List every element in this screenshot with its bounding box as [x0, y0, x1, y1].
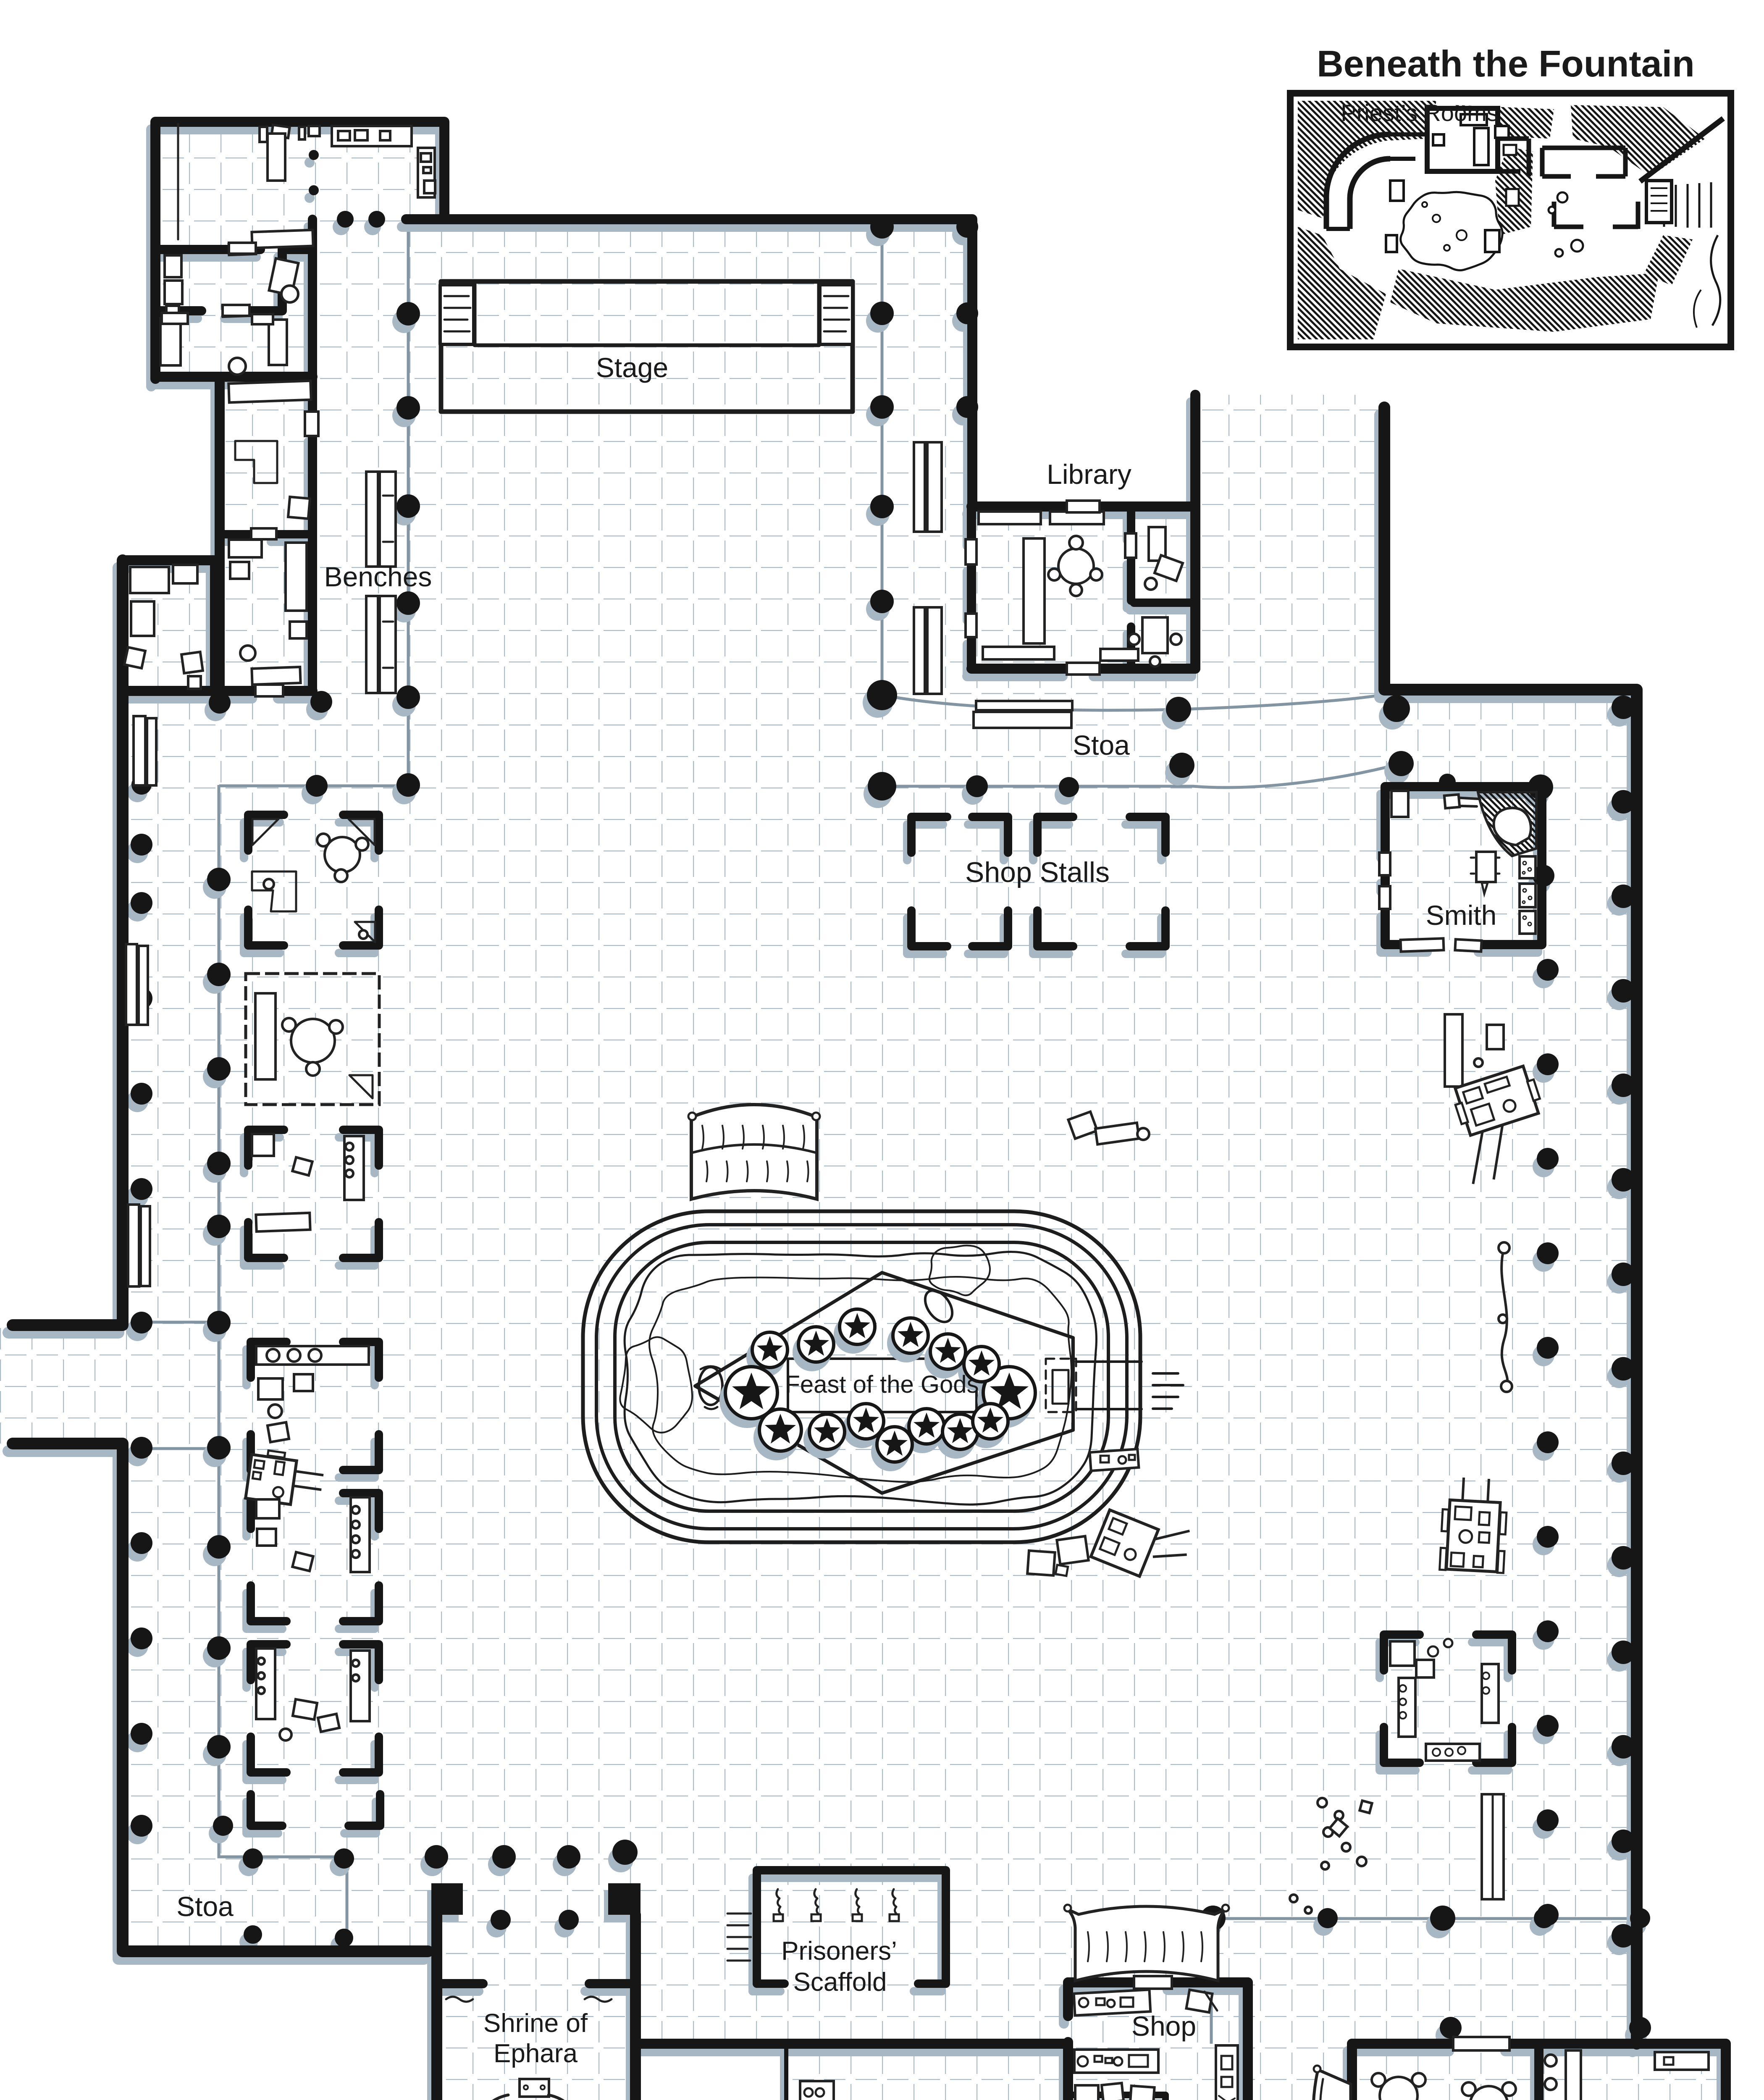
svg-text:Benches: Benches: [324, 561, 432, 592]
svg-text:Stoa: Stoa: [1073, 730, 1130, 761]
svg-text:Shop Stalls: Shop Stalls: [965, 856, 1110, 888]
svg-text:Library: Library: [1047, 459, 1131, 490]
svg-text:Beneath the Fountain: Beneath the Fountain: [1317, 43, 1695, 84]
svg-text:Feast of the Gods: Feast of the Gods: [785, 1371, 979, 1398]
svg-text:Priest’s Rooms: Priest’s Rooms: [1341, 100, 1499, 126]
svg-text:Stoa: Stoa: [176, 1891, 234, 1922]
svg-text:Prisoners’: Prisoners’: [781, 1937, 897, 1966]
svg-text:Shop: Shop: [1131, 2011, 1196, 2042]
svg-text:Ephara: Ephara: [494, 2039, 578, 2068]
svg-text:Shrine of: Shrine of: [483, 2009, 588, 2038]
svg-text:Scaffold: Scaffold: [793, 1968, 887, 1997]
svg-text:Smith: Smith: [1426, 900, 1497, 931]
svg-text:Stage: Stage: [596, 352, 668, 383]
